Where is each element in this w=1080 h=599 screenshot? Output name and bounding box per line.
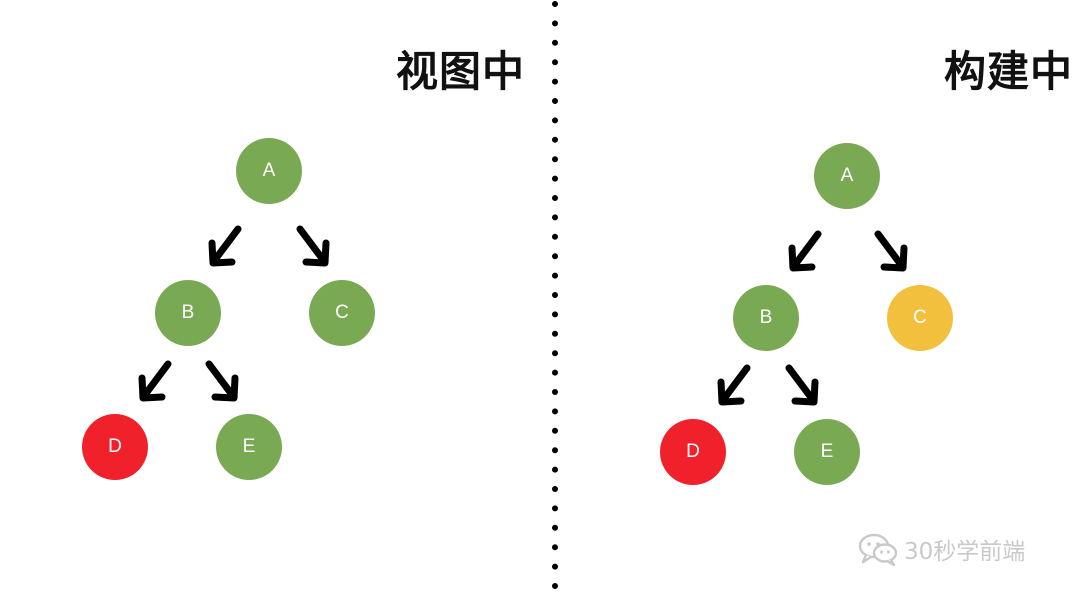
arrow-a-b — [788, 230, 822, 272]
node-label: D — [108, 436, 122, 457]
node-c: C — [309, 280, 375, 346]
watermark-text: 30秒学前端 — [904, 539, 1026, 565]
node-label: B — [759, 307, 773, 328]
node-label: E — [242, 436, 256, 457]
node-b: B — [733, 285, 799, 351]
arrow-a-c — [874, 230, 908, 272]
node-d: D — [660, 419, 726, 485]
title-view: 视图中 — [396, 47, 526, 96]
node-label: E — [820, 441, 834, 462]
arrow-a-b — [208, 225, 242, 267]
node-a: A — [814, 143, 880, 209]
arrow-a-c — [296, 225, 330, 267]
node-e: E — [216, 414, 282, 480]
watermark: 30秒学前端 — [858, 532, 1025, 566]
node-d: D — [82, 414, 148, 480]
node-b: B — [155, 280, 221, 346]
title-build: 构建中 — [944, 47, 1074, 96]
node-e: E — [794, 419, 860, 485]
node-label: A — [840, 165, 854, 186]
node-a: A — [236, 138, 302, 204]
node-label: A — [262, 160, 276, 181]
arrow-b-d — [717, 364, 751, 406]
node-c: C — [887, 285, 953, 351]
node-label: B — [181, 302, 195, 323]
node-label: C — [913, 307, 927, 328]
arrow-b-e — [205, 360, 239, 402]
node-label: C — [335, 302, 349, 323]
node-label: D — [686, 441, 700, 462]
wechat-icon — [858, 533, 898, 566]
arrow-b-d — [138, 360, 172, 402]
arrow-b-e — [785, 364, 819, 406]
dotted-divider — [552, 1, 558, 599]
